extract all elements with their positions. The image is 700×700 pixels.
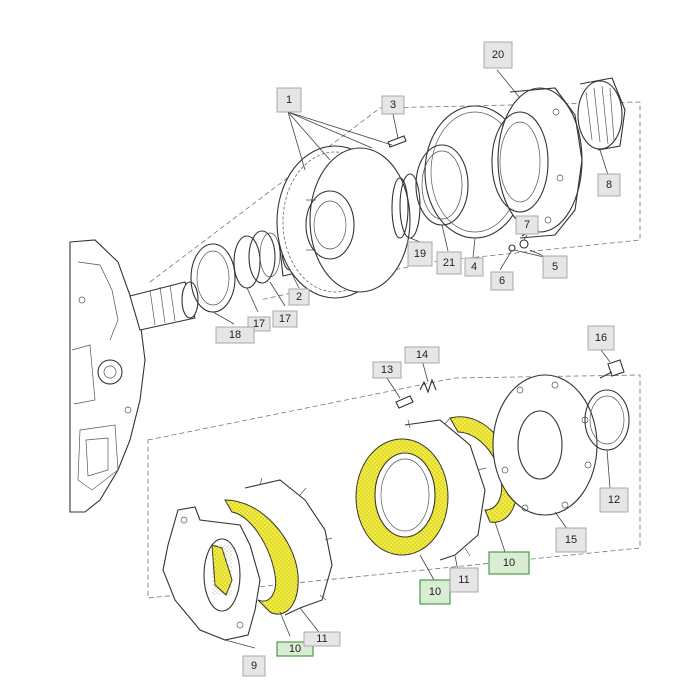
callout-21: 21 <box>436 251 462 275</box>
spring-14 <box>419 378 437 394</box>
callout-2: 2 <box>288 288 310 306</box>
svg-text:7: 7 <box>524 219 530 231</box>
callout-14: 14 <box>404 346 440 364</box>
svg-text:8: 8 <box>606 179 612 191</box>
svg-text:9: 9 <box>251 660 257 672</box>
friction-disc-10-middle <box>355 438 449 556</box>
callout-20: 20 <box>483 41 513 69</box>
small-parts-5-6-7 <box>508 231 529 252</box>
svg-text:3: 3 <box>390 99 396 111</box>
callout-3: 3 <box>381 95 405 115</box>
bolt-16 <box>599 359 625 379</box>
svg-text:10: 10 <box>429 586 441 598</box>
callout-4: 4 <box>464 257 484 277</box>
svg-text:1: 1 <box>286 94 292 106</box>
svg-text:15: 15 <box>565 534 577 546</box>
end-plate-15 <box>492 374 598 516</box>
svg-text:16: 16 <box>595 332 607 344</box>
steel-plate-11-middle <box>404 417 487 561</box>
callout-19: 19 <box>407 241 433 267</box>
svg-text:19: 19 <box>414 248 426 260</box>
callout-11-middle: 11 <box>449 567 479 593</box>
svg-text:21: 21 <box>443 257 455 269</box>
callout-6: 6 <box>490 271 514 291</box>
snap-ring-17 <box>233 230 281 289</box>
svg-text:14: 14 <box>416 349 428 361</box>
svg-text:4: 4 <box>471 261 477 273</box>
transmission-housing <box>69 239 146 513</box>
svg-text:6: 6 <box>499 275 505 287</box>
piston-housing-20 <box>491 87 583 239</box>
leader-lines <box>212 69 611 649</box>
seal-ring-21 <box>415 144 469 226</box>
splined-hub-8 <box>577 77 626 151</box>
svg-text:11: 11 <box>458 574 469 586</box>
svg-text:18: 18 <box>229 329 241 341</box>
seal-ring-18 <box>190 243 236 313</box>
input-shaft <box>129 281 199 331</box>
callout-10-middle: 10 <box>419 579 451 605</box>
svg-text:11: 11 <box>316 633 327 645</box>
callout-8: 8 <box>597 173 621 197</box>
hub-ring <box>391 177 409 239</box>
svg-text:20: 20 <box>492 49 504 61</box>
callout-1: 1 <box>276 87 302 113</box>
callout-16: 16 <box>587 325 615 351</box>
callout-11-front: 11 <box>303 631 341 647</box>
friction-disc-10-front <box>224 499 299 615</box>
callout-7: 7 <box>515 215 539 235</box>
steel-plate-11-front <box>244 477 333 616</box>
svg-text:5: 5 <box>552 261 558 273</box>
callout-12: 12 <box>599 487 629 513</box>
assembly-boundary-upper <box>149 101 641 301</box>
callout-10-back: 10 <box>488 551 530 575</box>
svg-text:10: 10 <box>289 643 301 655</box>
assembly-boundary-lower <box>147 374 641 599</box>
callout-15: 15 <box>555 527 587 553</box>
backing-plate-9 <box>162 506 261 641</box>
svg-text:12: 12 <box>608 494 620 506</box>
callout-13: 13 <box>372 361 402 379</box>
callout-18: 18 <box>215 326 255 344</box>
drive-gear-1 <box>276 145 411 299</box>
svg-text:10: 10 <box>503 557 515 569</box>
svg-text:17: 17 <box>253 318 265 330</box>
svg-text:17: 17 <box>279 313 291 325</box>
svg-text:13: 13 <box>381 364 393 376</box>
svg-text:2: 2 <box>296 291 302 303</box>
callout-9: 9 <box>242 655 266 677</box>
pin-13 <box>395 395 414 409</box>
callout-17-right: 17 <box>272 310 298 328</box>
callout-10-front: 10 <box>276 641 314 657</box>
pin-3 <box>387 135 407 148</box>
callout-5: 5 <box>542 255 568 279</box>
